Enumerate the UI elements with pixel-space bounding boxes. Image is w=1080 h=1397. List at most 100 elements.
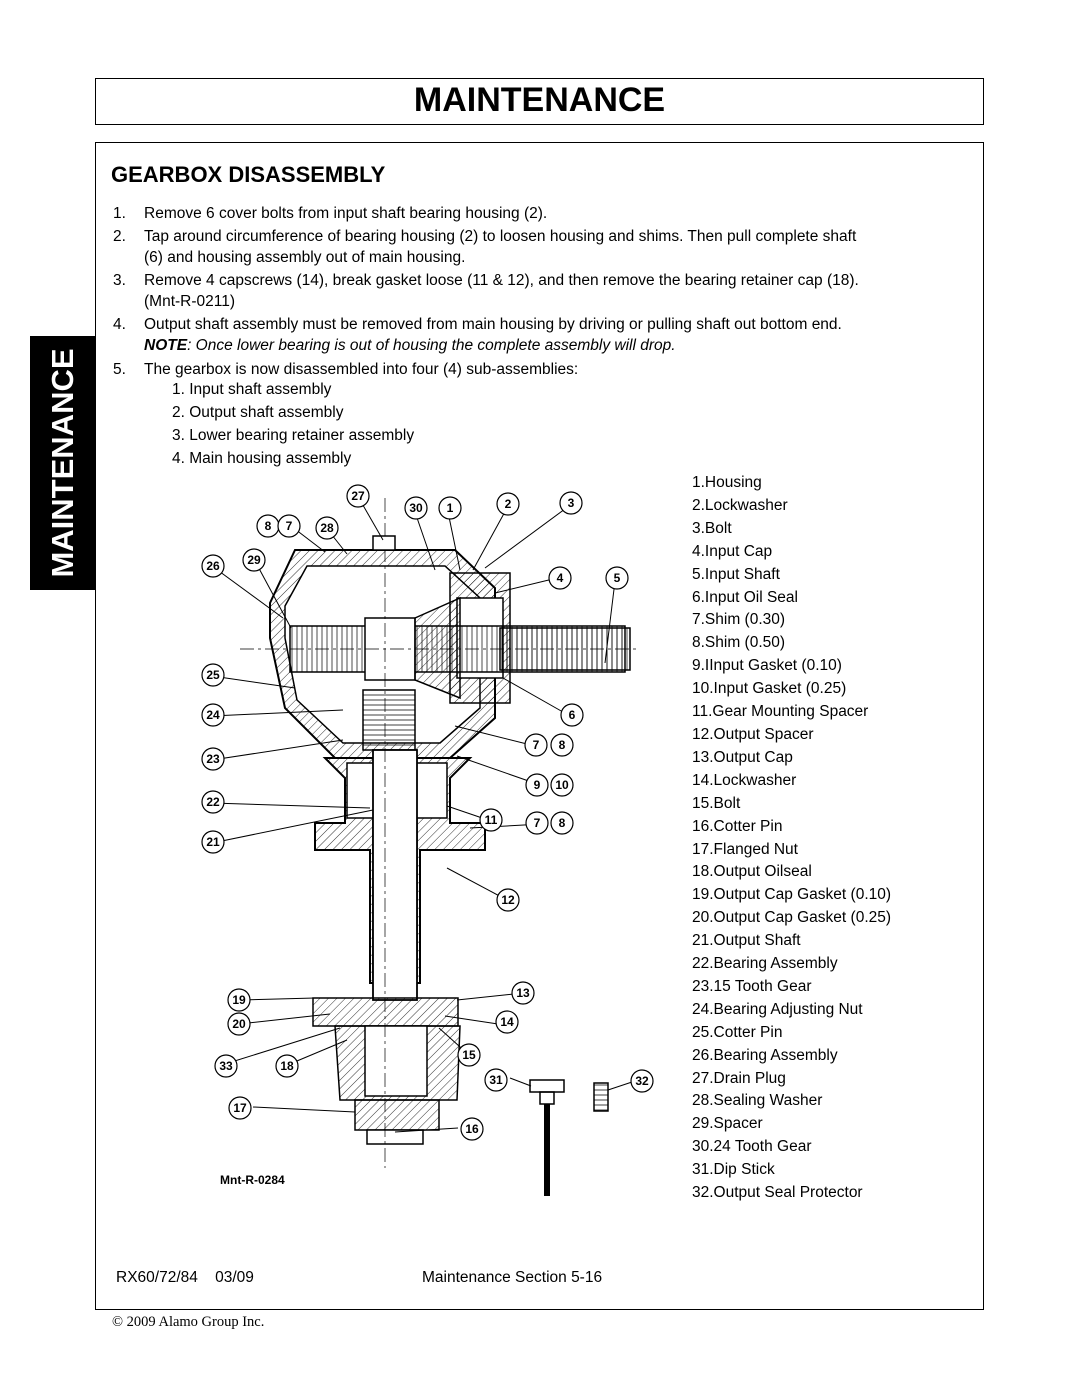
content-box [95,142,984,1310]
part-item: 31.Dip Stick [692,1161,775,1179]
callout-2: 2 [496,492,520,516]
callout-26: 26 [201,554,225,578]
svg-text:13: 13 [516,986,530,1000]
svg-text:3: 3 [568,496,575,510]
part-item: 1.Housing [692,474,762,491]
svg-text:23: 23 [206,752,220,766]
step-text: The gearbox is now disassembled into fou… [144,361,579,378]
callout-1: 1 [438,496,462,520]
svg-text:12: 12 [501,893,515,907]
svg-text:7: 7 [533,738,540,752]
part-item: 16.Cotter Pin [692,817,783,835]
parts-list: 1.Housing 2.Lockwasher 3.Bolt 4.Input Ca… [692,472,891,1205]
svg-text:32: 32 [635,1074,649,1088]
svg-text:8: 8 [265,519,272,533]
svg-text:10: 10 [555,778,569,792]
part-item: 29.Spacer [692,1115,763,1133]
sub-assembly-item: 1. Input shaft assembly [172,381,332,398]
svg-text:1: 1 [447,501,454,515]
step-number: 3. [113,272,126,289]
step-text: Remove 6 cover bolts from input shaft be… [144,205,548,222]
callout-19: 19 [227,988,251,1012]
part-item: 24.Bearing Adjusting Nut [692,1000,863,1018]
callout-22: 22 [201,790,225,814]
callout-8: 8 [256,514,280,538]
part-item: 17.Flanged Nut [692,840,798,858]
section-title: GEARBOX DISASSEMBLY [111,162,386,187]
part-item: 4.Input Cap [692,542,773,560]
callout-23: 23 [201,747,225,771]
callout-3: 3 [559,491,583,515]
svg-text:6: 6 [569,708,576,722]
side-tab-label: MAINTENANCE [45,348,80,578]
callout-9: 9 [525,773,549,797]
svg-text:21: 21 [206,835,220,849]
part-item: 27.Drain Plug [692,1069,786,1087]
part-item: 7.Shim (0.30) [692,611,786,629]
callout-29: 29 [242,548,266,572]
footer-date: 03/09 [215,1269,254,1286]
part-item: 10.Input Gasket (0.25) [692,680,847,698]
part-item: 6.Input Oil Seal [692,588,798,606]
svg-text:15: 15 [462,1048,476,1062]
part-item: 9.IInput Gasket (0.10) [692,657,842,675]
part-item: 8.Shim (0.50) [692,634,786,652]
svg-text:16: 16 [465,1122,479,1136]
svg-text:22: 22 [206,795,220,809]
part-item: 3.Bolt [692,519,732,537]
page-header-title: MAINTENANCE [413,81,666,119]
callout-21: 21 [201,830,225,854]
svg-text:2: 2 [505,497,512,511]
part-item: 25.Cotter Pin [692,1023,783,1041]
footer-section: Maintenance Section 5-16 [422,1269,603,1286]
callout-30: 30 [404,496,428,520]
part-item: 2.Lockwasher [692,496,788,514]
step-text: Output shaft assembly must be removed fr… [144,316,842,333]
callout-33: 33 [214,1054,238,1078]
callout-11: 11 [479,808,503,832]
step-number: 5. [113,361,126,378]
sub-assembly-item: 3. Lower bearing retainer assembly [172,427,415,444]
callout-17: 17 [228,1096,252,1120]
svg-text:14: 14 [500,1015,514,1029]
svg-text:18: 18 [280,1059,294,1073]
callout-25: 25 [201,663,225,687]
callout-7: 7 [524,733,548,757]
callout-6: 6 [560,703,584,727]
callout-13: 13 [511,981,535,1005]
svg-text:20: 20 [232,1017,246,1031]
part-item: 20.Output Cap Gasket (0.25) [692,909,892,927]
part-item: 19.Output Cap Gasket (0.10) [692,886,892,904]
svg-text:17: 17 [233,1101,247,1115]
part-item: 26.Bearing Assembly [692,1046,838,1064]
note-text: : Once lower bearing is out of housing t… [187,337,676,354]
callout-10: 10 [550,773,574,797]
gearbox-exploded-diagram: 27 30 1 2 3 8 7 28 26 29 4 5 25 6 24 7 8… [201,484,654,1196]
header-box: MAINTENANCE [95,78,984,125]
callout-15: 15 [457,1043,481,1067]
part-item: 13.Output Cap [692,748,793,766]
step-number: 2. [113,228,126,245]
svg-text:8: 8 [559,738,566,752]
callout-14: 14 [495,1010,519,1034]
svg-text:7: 7 [534,816,541,830]
callout-8: 8 [550,733,574,757]
part-item: 28.Sealing Washer [692,1092,823,1110]
part-item: 12.Output Spacer [692,725,814,743]
callout-27: 27 [346,484,370,508]
sub-assembly-item: 2. Output shaft assembly [172,404,344,421]
note-label: NOTE [144,337,188,354]
callout-12: 12 [496,888,520,912]
svg-text:7: 7 [286,519,293,533]
callout-18: 18 [275,1054,299,1078]
step-note: NOTE: Once lower bearing is out of housi… [144,335,974,356]
part-item: 14.Lockwasher [692,771,797,789]
side-tab: MAINTENANCE [30,336,96,590]
part-item: 18.Output Oilseal [692,863,812,881]
svg-text:5: 5 [614,571,621,585]
callout-31: 31 [484,1068,508,1092]
svg-text:25: 25 [206,668,220,682]
step-text: Tap around circumference of bearing hous… [144,228,857,245]
svg-text:26: 26 [206,559,220,573]
svg-text:33: 33 [219,1059,233,1073]
